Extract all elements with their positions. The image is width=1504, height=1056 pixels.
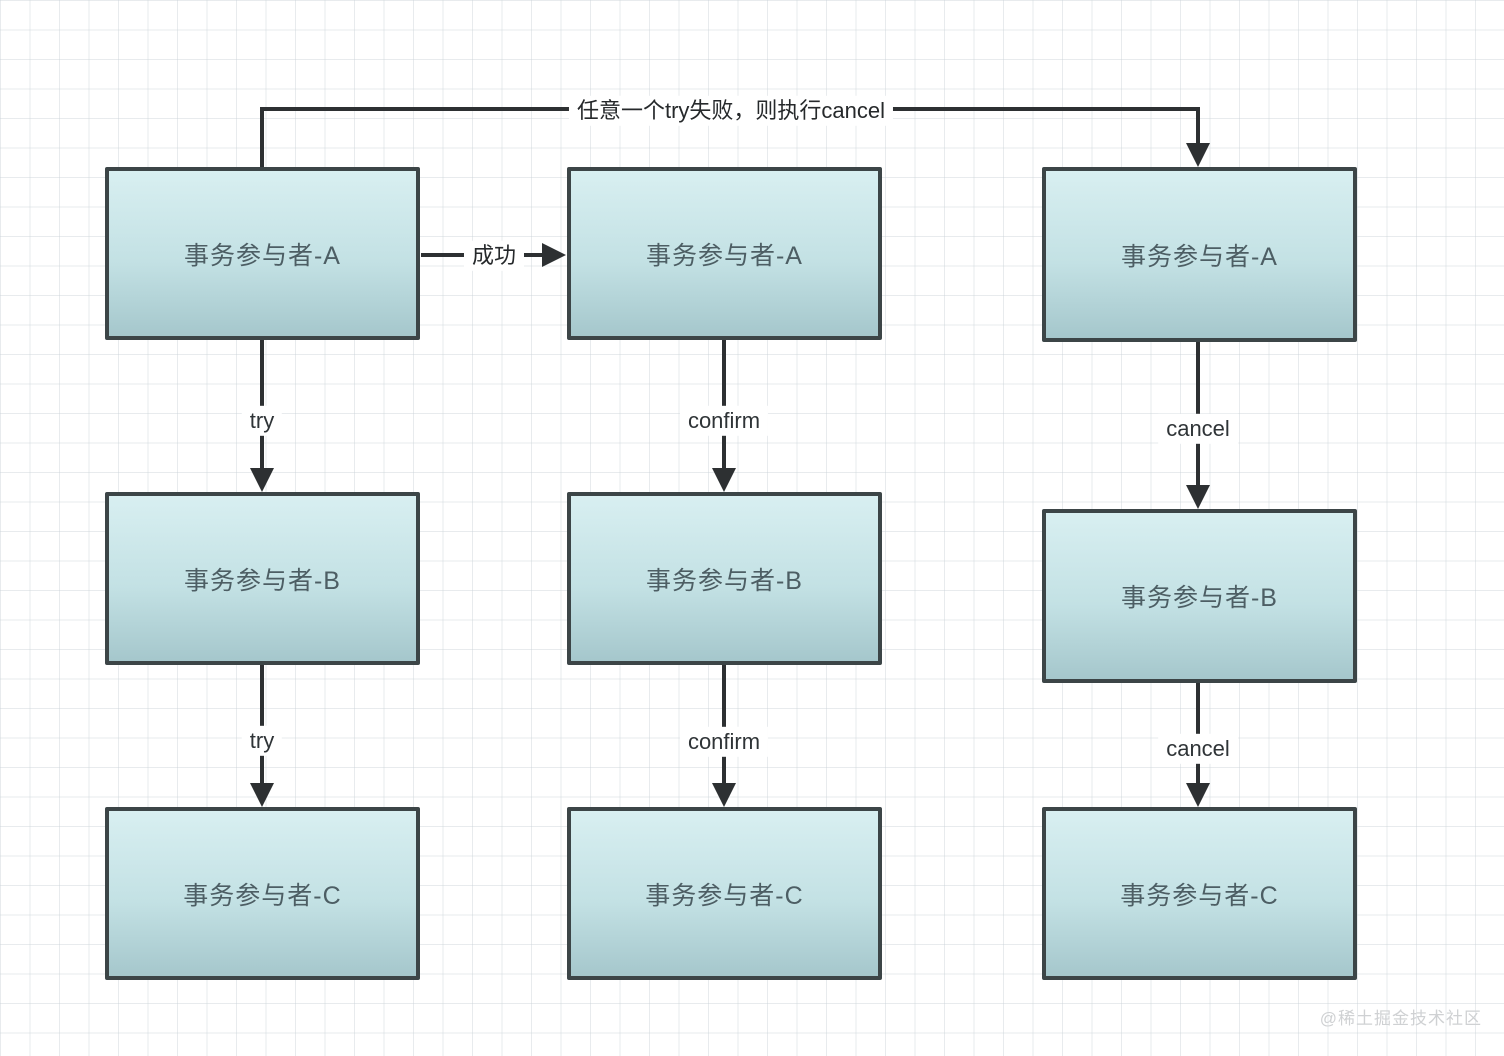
fail-edge-label: 任意一个try失败，则执行cancel <box>568 95 894 127</box>
arrowhead-down-icon <box>250 468 274 492</box>
node-try-participant-b: 事务参与者-B <box>105 492 420 665</box>
cancel-edge-label-1: cancel <box>1158 413 1238 445</box>
edge-line-fail-down <box>1196 107 1200 144</box>
try-edge-label-2: try <box>241 725 283 757</box>
arrowhead-down-icon <box>1186 485 1210 509</box>
node-try-participant-a: 事务参与者-A <box>105 167 420 340</box>
confirm-edge-label-1: confirm <box>679 405 769 437</box>
edge-line-cancel-1 <box>1196 342 1200 485</box>
node-confirm-participant-b: 事务参与者-B <box>567 492 882 665</box>
node-cancel-participant-c: 事务参与者-C <box>1042 807 1357 980</box>
edge-line-fail-up <box>260 107 264 167</box>
node-cancel-participant-b: 事务参与者-B <box>1042 509 1357 683</box>
edge-line-try-1 <box>260 340 264 468</box>
node-confirm-participant-a: 事务参与者-A <box>567 167 882 340</box>
edge-line-cancel-2 <box>1196 683 1200 783</box>
try-edge-label-1: try <box>241 405 283 437</box>
edge-line-try-2 <box>260 665 264 783</box>
edge-line-confirm-2 <box>722 665 726 783</box>
arrowhead-down-icon <box>712 783 736 807</box>
arrowhead-down-icon <box>1186 143 1210 167</box>
node-confirm-participant-c: 事务参与者-C <box>567 807 882 980</box>
arrowhead-down-icon <box>250 783 274 807</box>
arrowhead-down-icon <box>712 468 736 492</box>
edge-line-confirm-1 <box>722 340 726 468</box>
arrowhead-right-icon <box>542 243 566 267</box>
cancel-edge-label-2: cancel <box>1158 733 1238 765</box>
watermark-text: @稀土掘金技术社区 <box>1319 1009 1482 1028</box>
confirm-edge-label-2: confirm <box>679 726 769 758</box>
success-edge-label: 成功 <box>463 240 525 272</box>
node-try-participant-c: 事务参与者-C <box>105 807 420 980</box>
arrowhead-down-icon <box>1186 783 1210 807</box>
node-cancel-participant-a: 事务参与者-A <box>1042 167 1357 342</box>
